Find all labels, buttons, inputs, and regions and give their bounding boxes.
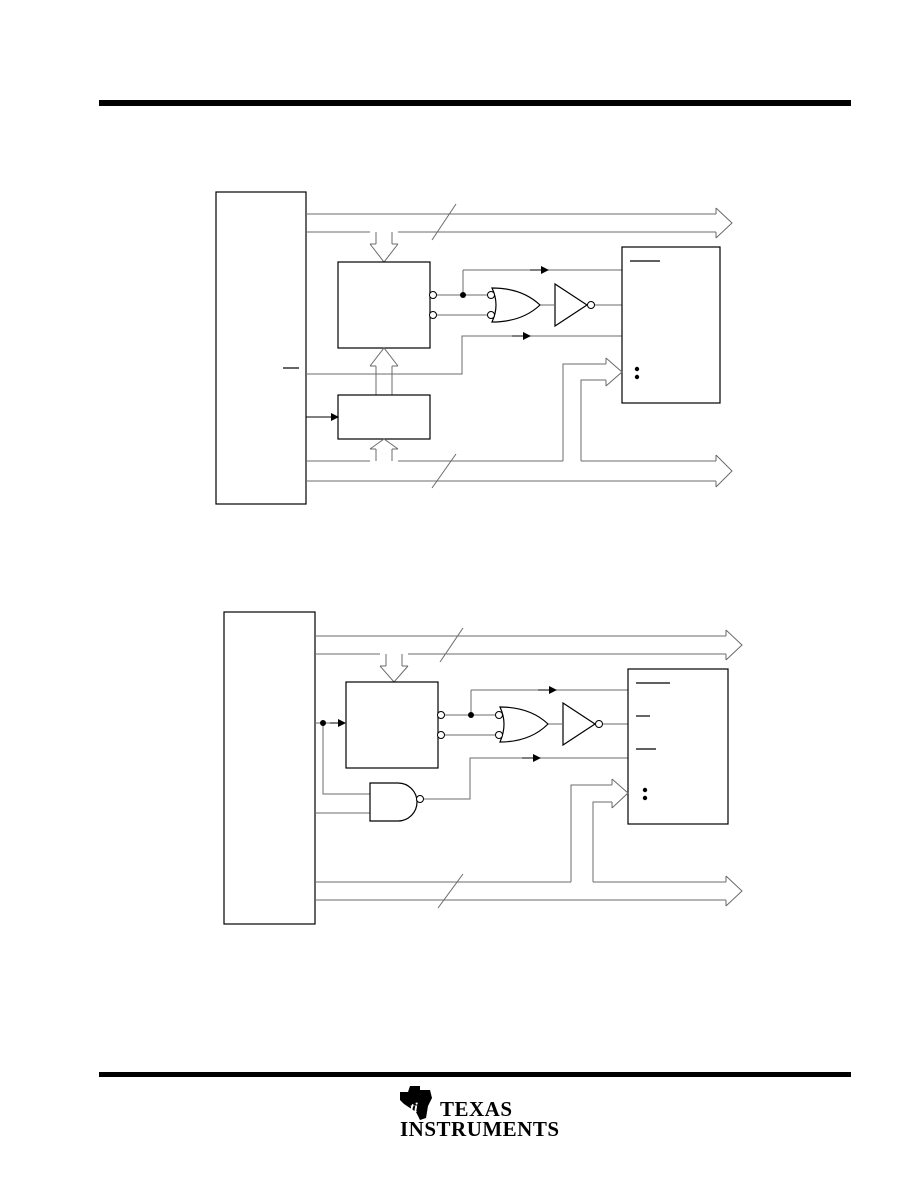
fig1-comparator-block — [337, 261, 431, 349]
svg-text:ti: ti — [410, 1101, 418, 1116]
brand-line-2: INSTRUMENTS — [400, 1117, 560, 1141]
fig2-target-dot-1 — [642, 787, 648, 793]
fig2-top-bus — [315, 629, 743, 683]
fig2-junction-dot — [468, 712, 474, 718]
fig2-strobe-junction-dot — [320, 720, 326, 726]
fig2-or-in1-bubble — [495, 711, 503, 719]
fig2-or-gate — [499, 706, 549, 743]
fig2-controller-block — [223, 611, 316, 925]
fig1-control-wire — [306, 335, 622, 375]
figure-1 — [215, 191, 733, 505]
fig1-or-in2-bubble — [487, 311, 495, 319]
fig1-comparator-out1-bubble — [429, 291, 437, 299]
fig1-latch-to-comparator-bus — [369, 347, 399, 395]
fig2-inverter-bubble — [595, 720, 603, 728]
fig1-inverter — [554, 282, 589, 328]
fig2-target-dot-2 — [642, 795, 648, 801]
fig1-bottom-bus — [306, 357, 733, 488]
figure-2 — [223, 611, 743, 925]
ti-logo-icon: ti — [400, 1086, 432, 1120]
fig2-inverter — [562, 701, 597, 747]
fig2-top-bus-slash — [439, 627, 464, 663]
fig1-comparator-out2-bubble — [429, 311, 437, 319]
fig1-target-dot-2 — [634, 374, 640, 380]
fig1-controller-block — [215, 191, 307, 505]
fig2-bottom-bus-slash — [437, 873, 464, 909]
fig2-bottom-bus — [315, 778, 743, 907]
footer-rule — [99, 1072, 851, 1077]
fig2-target-block — [627, 668, 729, 825]
fig1-junction-dot — [460, 292, 466, 298]
fig1-inverter-bubble — [587, 301, 595, 309]
fig1-target-block — [621, 246, 721, 404]
fig1-or-in1-bubble — [487, 291, 495, 299]
fig2-comparator-out2-bubble — [437, 731, 445, 739]
fig1-top-bus-slash — [431, 203, 457, 241]
fig2-comparator-out1-bubble — [437, 711, 445, 719]
fig1-latch-block — [337, 394, 431, 440]
header-rule — [99, 100, 851, 106]
fig2-comparator-block — [345, 681, 439, 769]
fig2-nand-gate — [369, 782, 418, 822]
fig1-or-gate — [491, 287, 541, 323]
fig2-or-in2-bubble — [495, 731, 503, 739]
fig2-nand-bubble — [416, 795, 424, 803]
fig1-bottom-bus-slash — [431, 453, 457, 489]
fig1-target-dot-1 — [634, 366, 640, 372]
brand-line-1: TEXAS — [440, 1097, 513, 1121]
